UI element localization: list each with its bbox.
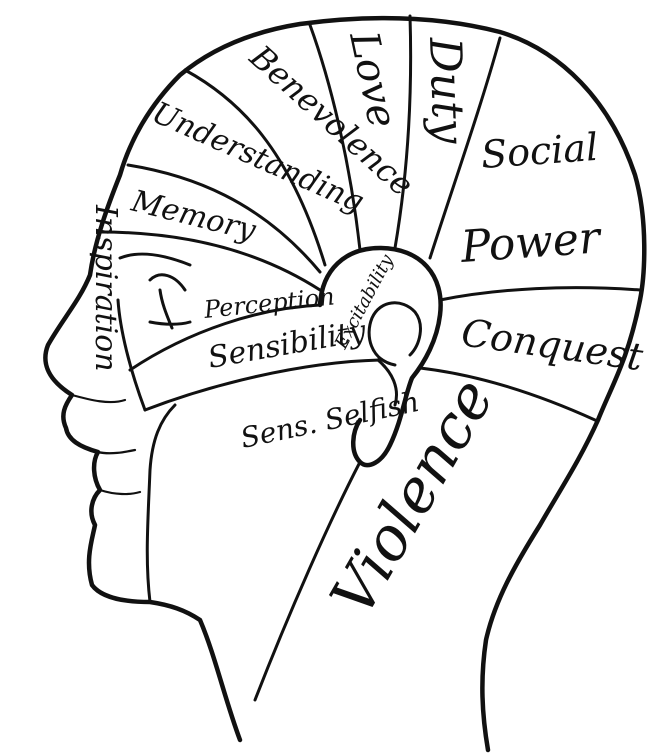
nose-detail (72, 395, 125, 402)
label-sens-selfish: Sens. Selfish (238, 385, 423, 455)
label-power: Power (458, 212, 604, 273)
label-social: Social (480, 125, 600, 177)
ear-inner (369, 303, 420, 365)
divider-power-conquest (440, 288, 640, 300)
label-perception: Perception (202, 282, 336, 324)
eye-brow (120, 254, 190, 265)
eye (150, 275, 190, 328)
divider-memory-perception (100, 232, 320, 290)
divider-love-duty (395, 16, 411, 248)
label-memory: Memory (127, 184, 260, 249)
label-duty: Duty (419, 36, 474, 146)
label-inspiration: Inspiration (88, 204, 123, 372)
label-conquest: Conquest (459, 310, 647, 379)
lip-detail (98, 450, 140, 494)
jaw-line (147, 405, 175, 602)
